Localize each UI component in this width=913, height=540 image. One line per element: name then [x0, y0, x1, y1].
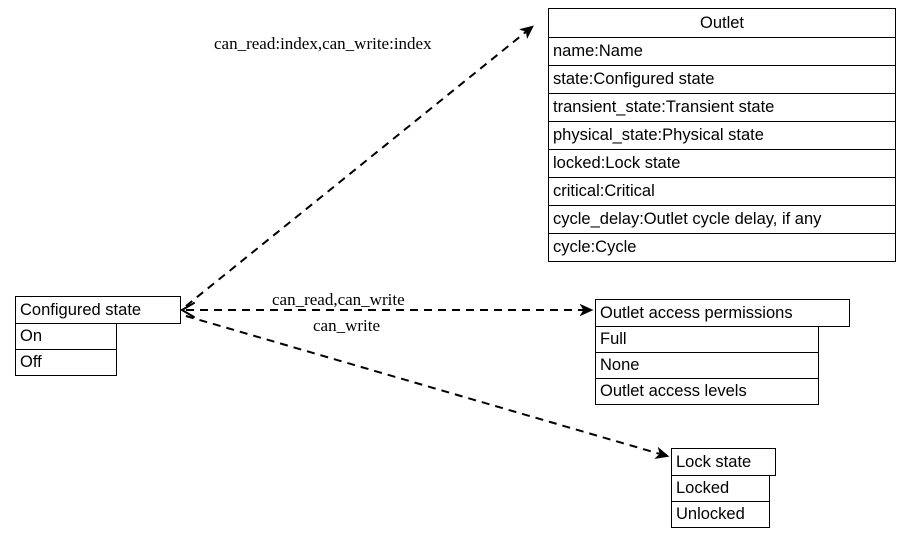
class-attribute-row: Outlet access levels: [595, 378, 819, 405]
class-attribute-row: On: [15, 323, 117, 350]
edge-label-lock-state: can_write: [313, 316, 381, 335]
class-title-outlet: Outlet: [548, 8, 896, 38]
edge-label-outlet: can_read:index,can_write:index: [214, 34, 432, 53]
class-attribute-row: Full: [595, 326, 819, 353]
class-attribute-row: Unlocked: [671, 501, 770, 528]
class-attribute-row: state:Configured state: [548, 65, 896, 94]
arrowhead-into-configured-state: [180, 302, 195, 318]
class-attribute-row: locked:Lock state: [548, 149, 896, 178]
class-attribute-row: cycle_delay:Outlet cycle delay, if any: [548, 205, 896, 234]
class-attribute-row: critical:Critical: [548, 177, 896, 206]
class-attribute-row: name:Name: [548, 37, 896, 66]
class-attribute-row: physical_state:Physical state: [548, 121, 896, 150]
class-title-lock-state: Lock state: [671, 448, 776, 476]
class-attribute-row: None: [595, 352, 819, 379]
edge-label-permissions: can_read,can_write: [272, 290, 405, 309]
class-attribute-row: Locked: [671, 475, 770, 502]
class-attribute-row: cycle:Cycle: [548, 233, 896, 262]
edge-configured-state-to-outlet: [185, 27, 532, 307]
class-title-configured-state: Configured state: [15, 296, 181, 324]
class-attribute-row: Off: [15, 349, 117, 376]
class-title-outlet-access-permissions: Outlet access permissions: [595, 299, 850, 327]
class-attribute-row: transient_state:Transient state: [548, 93, 896, 122]
